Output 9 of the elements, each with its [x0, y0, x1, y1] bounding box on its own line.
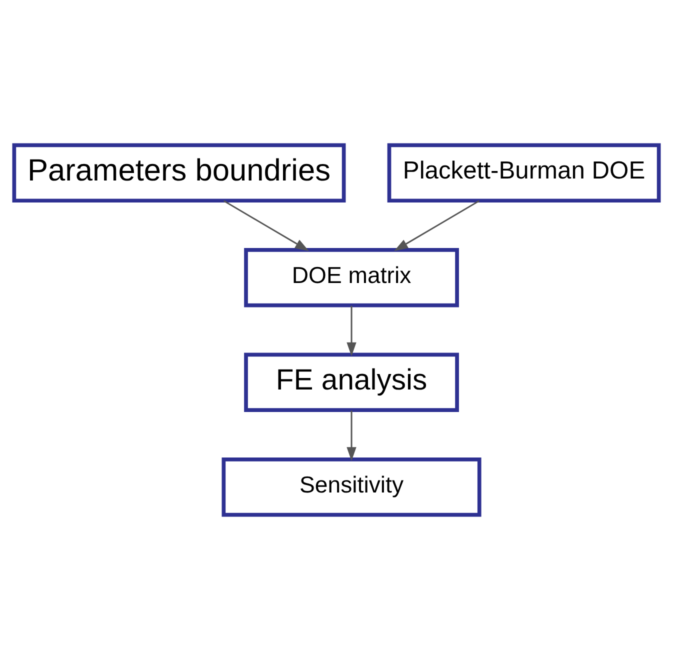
node-box: FE analysis: [244, 352, 459, 412]
arrow: [346, 305, 356, 356]
node-box: Parameters boundries: [12, 142, 346, 202]
node-box: DOE matrix: [244, 247, 459, 307]
arrow: [394, 200, 480, 250]
node-box: Sensitivity: [222, 456, 482, 516]
arrow: [346, 410, 356, 461]
node-box: Plackett-Burman DOE: [387, 142, 661, 202]
arrow: [223, 200, 309, 250]
